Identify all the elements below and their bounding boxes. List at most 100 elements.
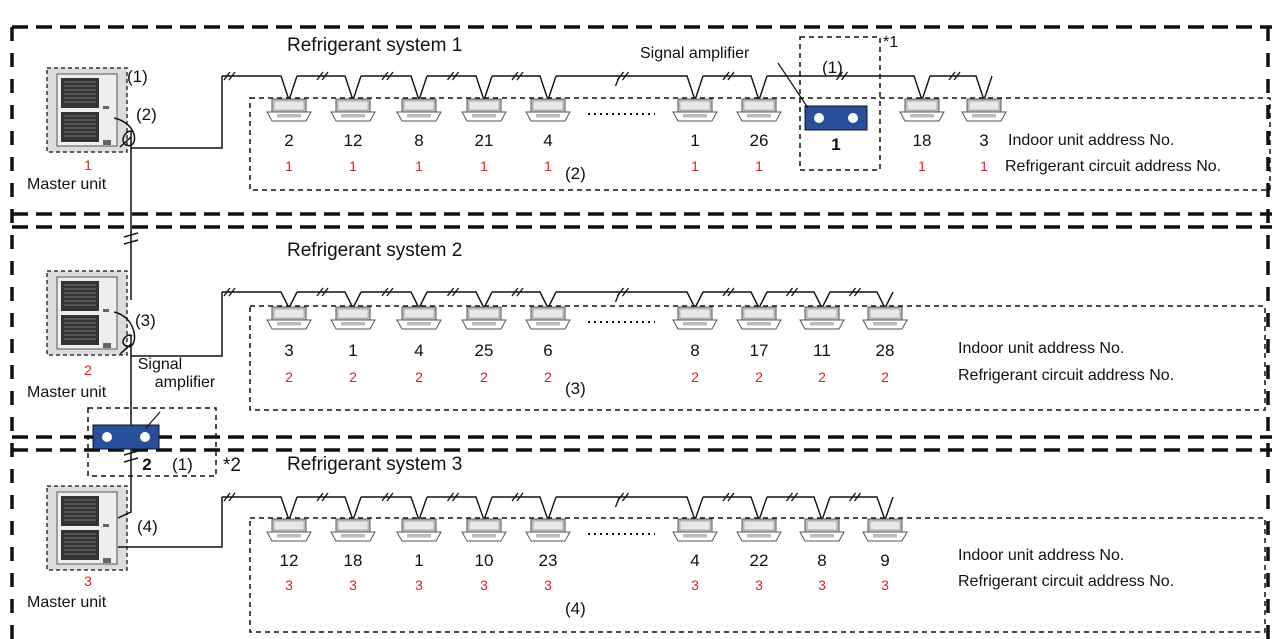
outdoor-unit-1 [46,67,128,153]
indoor-unit [396,98,442,122]
amplifier-box-2 [92,424,160,450]
trunk-gap-mark [614,496,621,508]
note-2: *2 [223,455,241,476]
indoor-unit [736,306,782,330]
trunk-segment [556,496,704,523]
indoor-address-number: 22 [750,551,769,570]
refrigerant-address-number: 2 [349,369,357,385]
refrigerant-address-number: 1 [691,158,699,174]
trunk-break-mark [446,492,460,502]
indoor-unit [330,518,376,542]
refrigerant-address-number: 3 [285,577,293,593]
refrigerant-address-number: 1 [755,158,763,174]
indoor-address-number: 23 [539,551,558,570]
master-1-number: 1 [84,157,92,173]
master-3-number: 3 [84,573,92,589]
indoor-address-number: 18 [344,551,363,570]
amplifier-label: amplifier [155,374,216,391]
trunk-segment [222,75,298,103]
legend-indoor-1: Indoor unit address No. [1008,132,1174,149]
trunk-segment [297,496,362,523]
trunk-segment [556,291,704,310]
group-boxes [87,36,1271,633]
indoor-address-number: 17 [750,341,769,360]
note-1: *1 [883,34,898,51]
refrigerant-address-number: 1 [415,158,423,174]
indoor-address-number: 3 [979,131,988,150]
refrigerant-address-number: 2 [691,369,699,385]
indoor-address-number: 9 [880,551,889,570]
indoor-address-number: 11 [813,341,831,360]
outdoor-1-label-a: (1) [127,67,148,86]
feed-wire [118,497,223,548]
amplifier-box-1 [804,105,868,131]
refrigerant-address-number: 2 [818,369,826,385]
trunk-break-mark [446,71,460,81]
indoor-unit [672,518,718,542]
amplifier-2-number: 2 [142,455,151,474]
trunk-break-mark [381,287,394,297]
indoor-unit [330,98,376,122]
amplifier-1-pointer [777,62,809,109]
indoor-unit [525,518,571,542]
trunk-segment [830,291,894,310]
refrigerant-address-number: 2 [285,369,293,385]
wiring-layer [118,71,993,548]
refrigerant-address-number: 3 [691,577,699,593]
trunk-segment [767,496,831,523]
trunk-gap-mark [614,75,621,87]
trunk-segment [767,75,931,103]
feed-wire [131,76,223,149]
indoor-address-number: 12 [280,551,299,570]
refrigerant-address-number: 3 [480,577,488,593]
trunk-segment [556,75,704,103]
legend-refrigerant-3: Refrigerant circuit address No. [958,573,1174,590]
trunk-segment [427,75,493,103]
trunk-segment [427,496,493,523]
indoor-unit [461,306,507,330]
indoor-unit [799,306,845,330]
indoor-address-number: 1 [348,341,357,360]
legend-refrigerant-1: Refrigerant circuit address No. [1005,158,1221,175]
indoor-address-number: 21 [475,131,494,150]
trunk-gap-mark [614,291,621,303]
section-frames [10,25,1272,639]
refrigerant-address-number: 2 [480,369,488,385]
trunk-segment [361,75,428,103]
indoor-unit [672,306,718,330]
trunk-break-mark [316,71,329,81]
amplifier-2-pointer [145,411,161,429]
legend-indoor-2: Indoor unit address No. [958,340,1124,357]
indoor-unit [525,306,571,330]
refrigerant-address-number: 3 [349,577,357,593]
indoor-unit [396,518,442,542]
refrigerant-address-number: 3 [544,577,552,593]
master-unit-1-label: Master unit [27,176,107,193]
outdoor-1-label-b: (2) [136,105,157,124]
group-2-label: (2) [565,164,586,183]
system-3-title: Refrigerant system 3 [287,454,462,475]
trunk-break-mark [785,287,799,297]
indoor-address-number: 18 [913,131,932,150]
system-1-title: Refrigerant system 1 [287,35,462,56]
legend-refrigerant-2: Refrigerant circuit address No. [958,367,1174,384]
indoor-unit [736,518,782,542]
outdoor-2-label: (3) [135,311,156,330]
indoor-address-number: 26 [750,131,769,150]
indoor-unit [899,98,945,122]
refrigerant-address-number: 1 [918,158,926,174]
indoor-address-number: 1 [690,131,699,150]
trunk-break-mark [722,287,735,297]
outdoor-3-label: (4) [137,517,158,536]
indoor-address-number: 25 [475,341,494,360]
trunk-segment [703,496,768,523]
trunk-break-mark [511,287,524,297]
master-2-number: 2 [84,362,92,378]
group-3-label: (3) [565,379,586,398]
indoor-address-number: 4 [690,551,699,570]
trunk-break-mark [381,71,394,81]
indoor-address-number: 4 [543,131,552,150]
indoor-address-number: 2 [284,131,293,150]
indoor-address-number: 4 [414,341,423,360]
refrigerant-address-number: 2 [415,369,423,385]
